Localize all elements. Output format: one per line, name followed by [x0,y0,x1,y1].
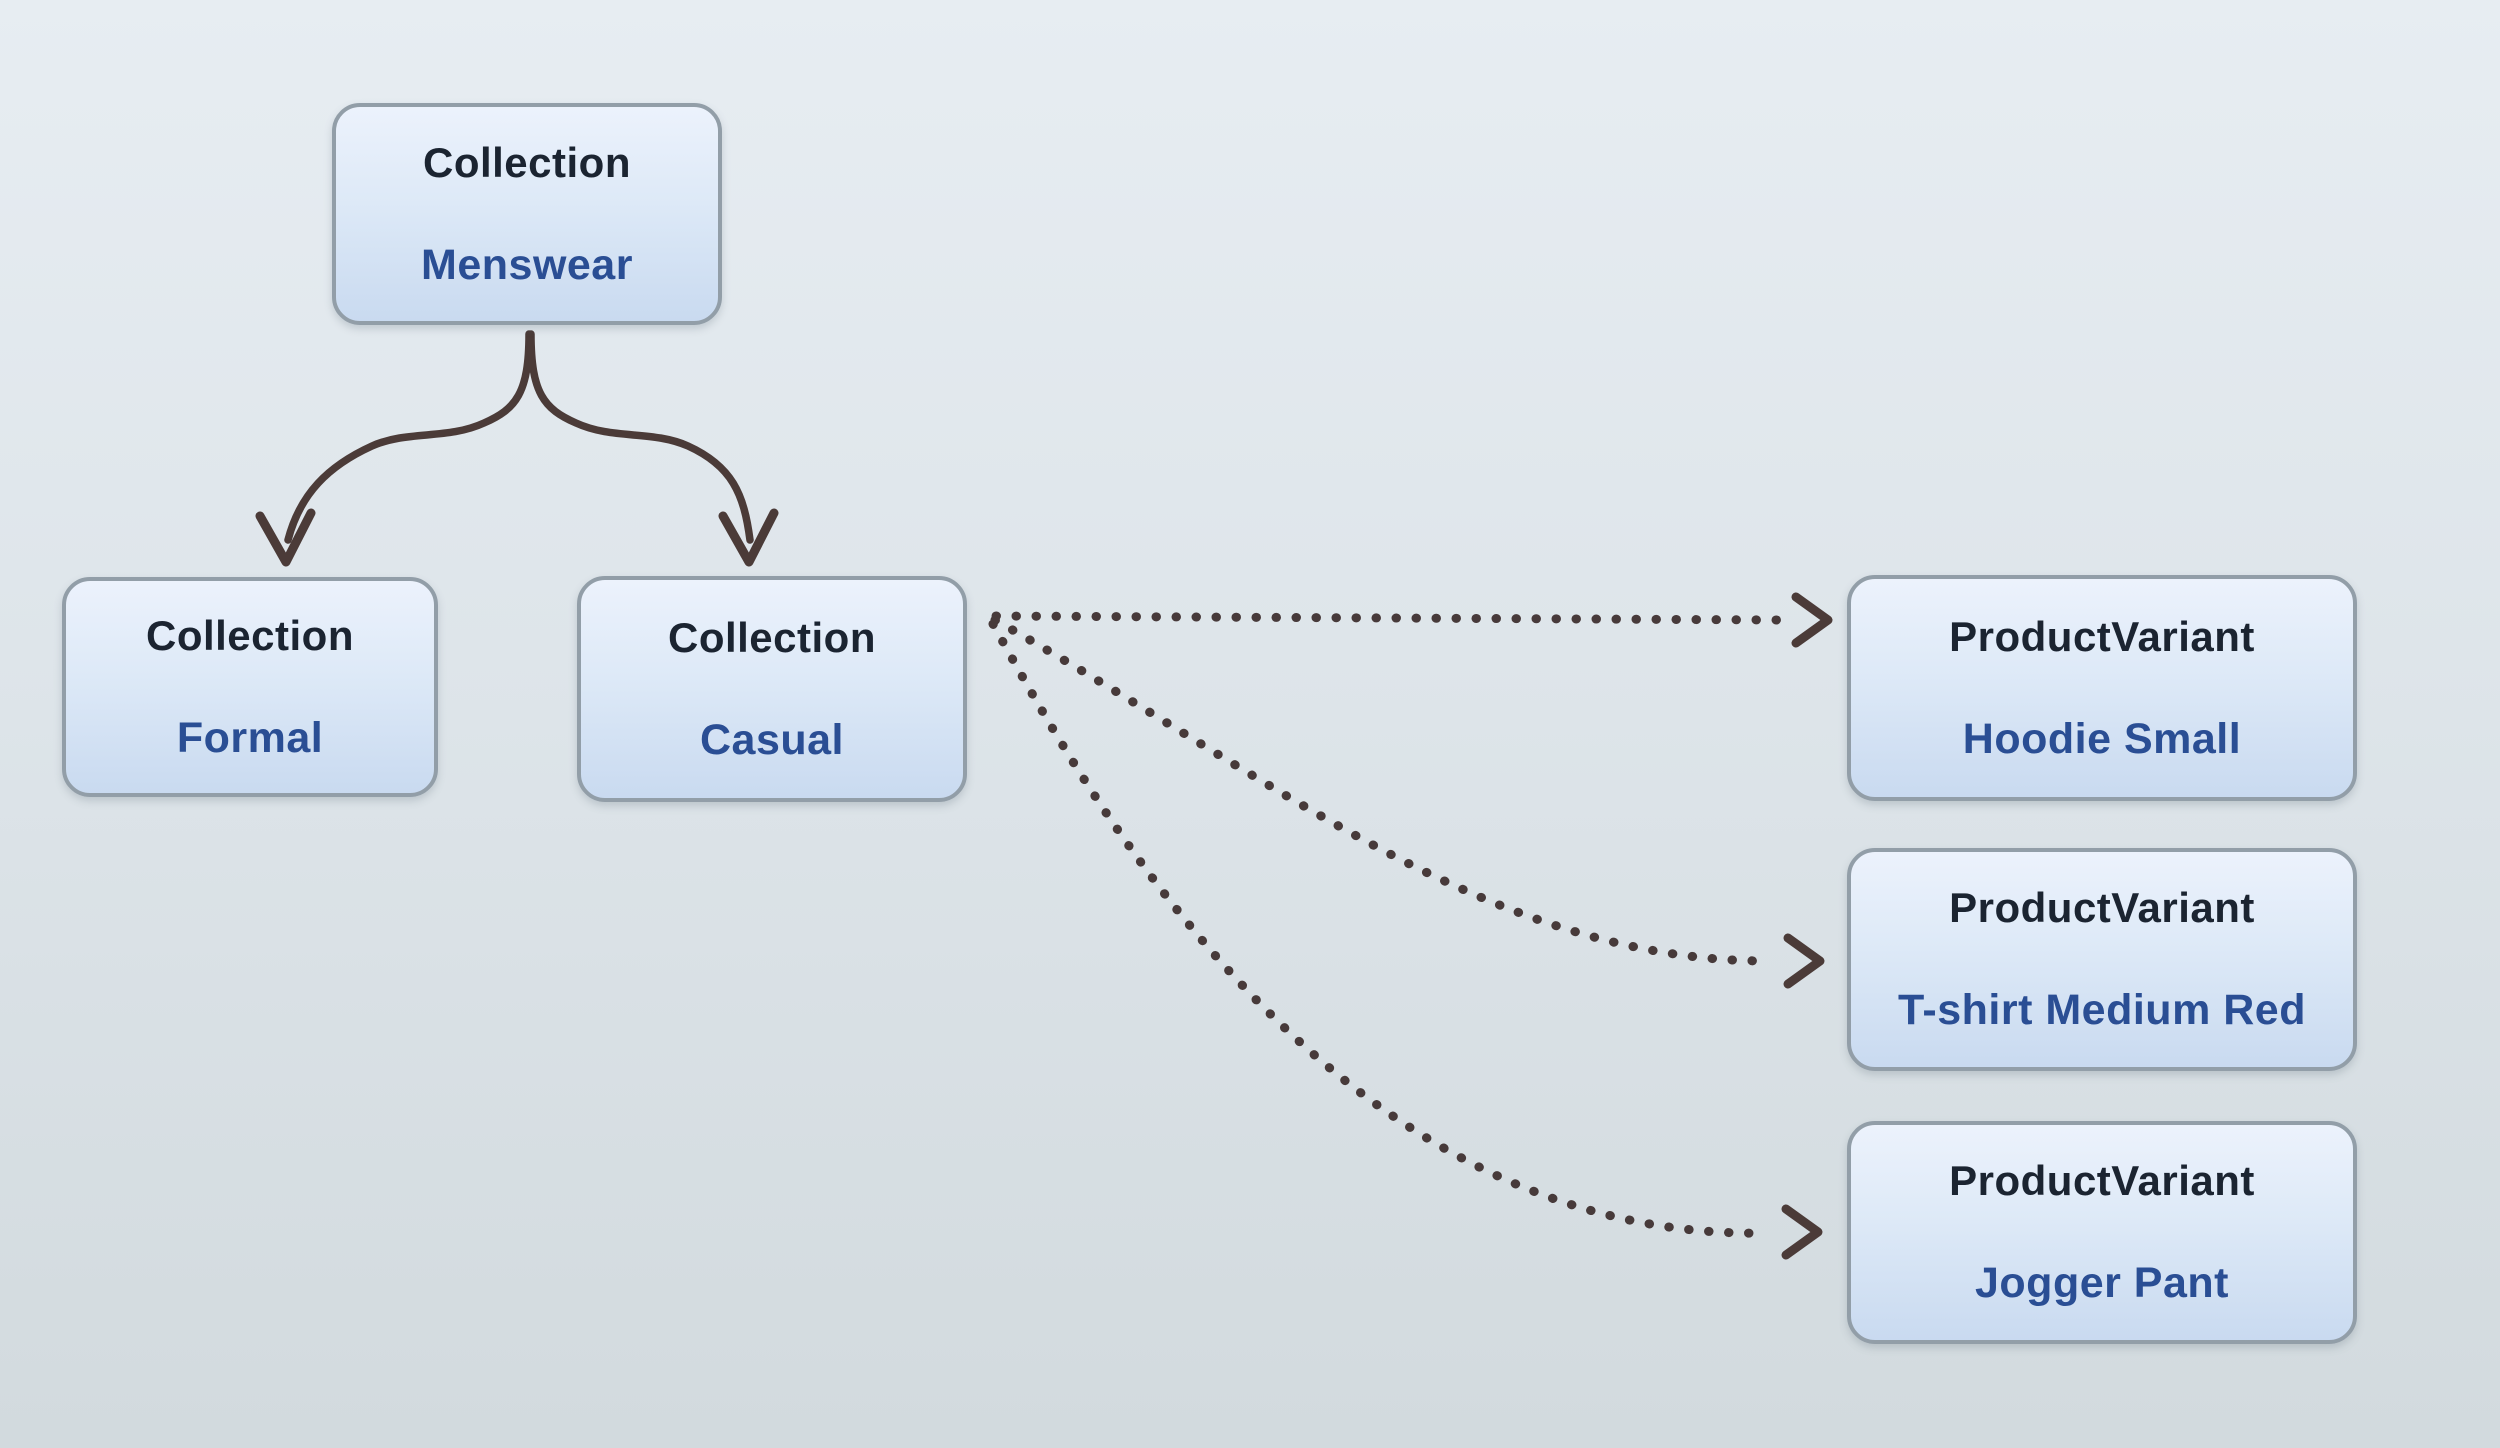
node-type-label: Collection [667,613,876,661]
node-name-label: Formal [176,713,324,762]
node-type-label: Collection [422,138,631,186]
edge-casual-jogger [988,619,1773,1238]
node-name-label: Hoodie Small [1962,714,2242,763]
edge-casual-hoodie-arrowhead [1791,592,1833,648]
edge-casual-jogger-arrowhead [1781,1204,1823,1260]
edge-menswear-casual-arrowhead [718,508,779,567]
edge-menswear-formal [284,330,533,544]
node-type-label: ProductVariant [1949,1157,2255,1204]
node-collection-menswear: Collection Menswear [332,103,722,325]
edge-casual-hoodie [991,611,1787,625]
node-productvariant-jogger-pant: ProductVariant Jogger Pant [1847,1121,2357,1344]
node-name-label: Casual [699,715,844,764]
edge-casual-tshirt [990,615,1775,966]
edge-menswear-formal-arrowhead [255,508,316,567]
node-type-label: ProductVariant [1949,884,2255,931]
node-name-label: Menswear [421,240,633,289]
node-name-label: Jogger Pant [1975,1259,2229,1307]
node-productvariant-tshirt-medium-red: ProductVariant T-shirt Medium Red [1847,848,2357,1071]
edge-casual-tshirt-arrowhead [1783,933,1825,989]
node-name-label: T-shirt Medium Red [1898,986,2306,1034]
node-type-label: Collection [145,611,354,659]
node-type-label: ProductVariant [1949,612,2255,660]
node-collection-casual: Collection Casual [577,576,967,802]
node-productvariant-hoodie-small: ProductVariant Hoodie Small [1847,575,2357,801]
edge-menswear-casual [527,330,754,544]
node-collection-formal: Collection Formal [62,577,438,797]
